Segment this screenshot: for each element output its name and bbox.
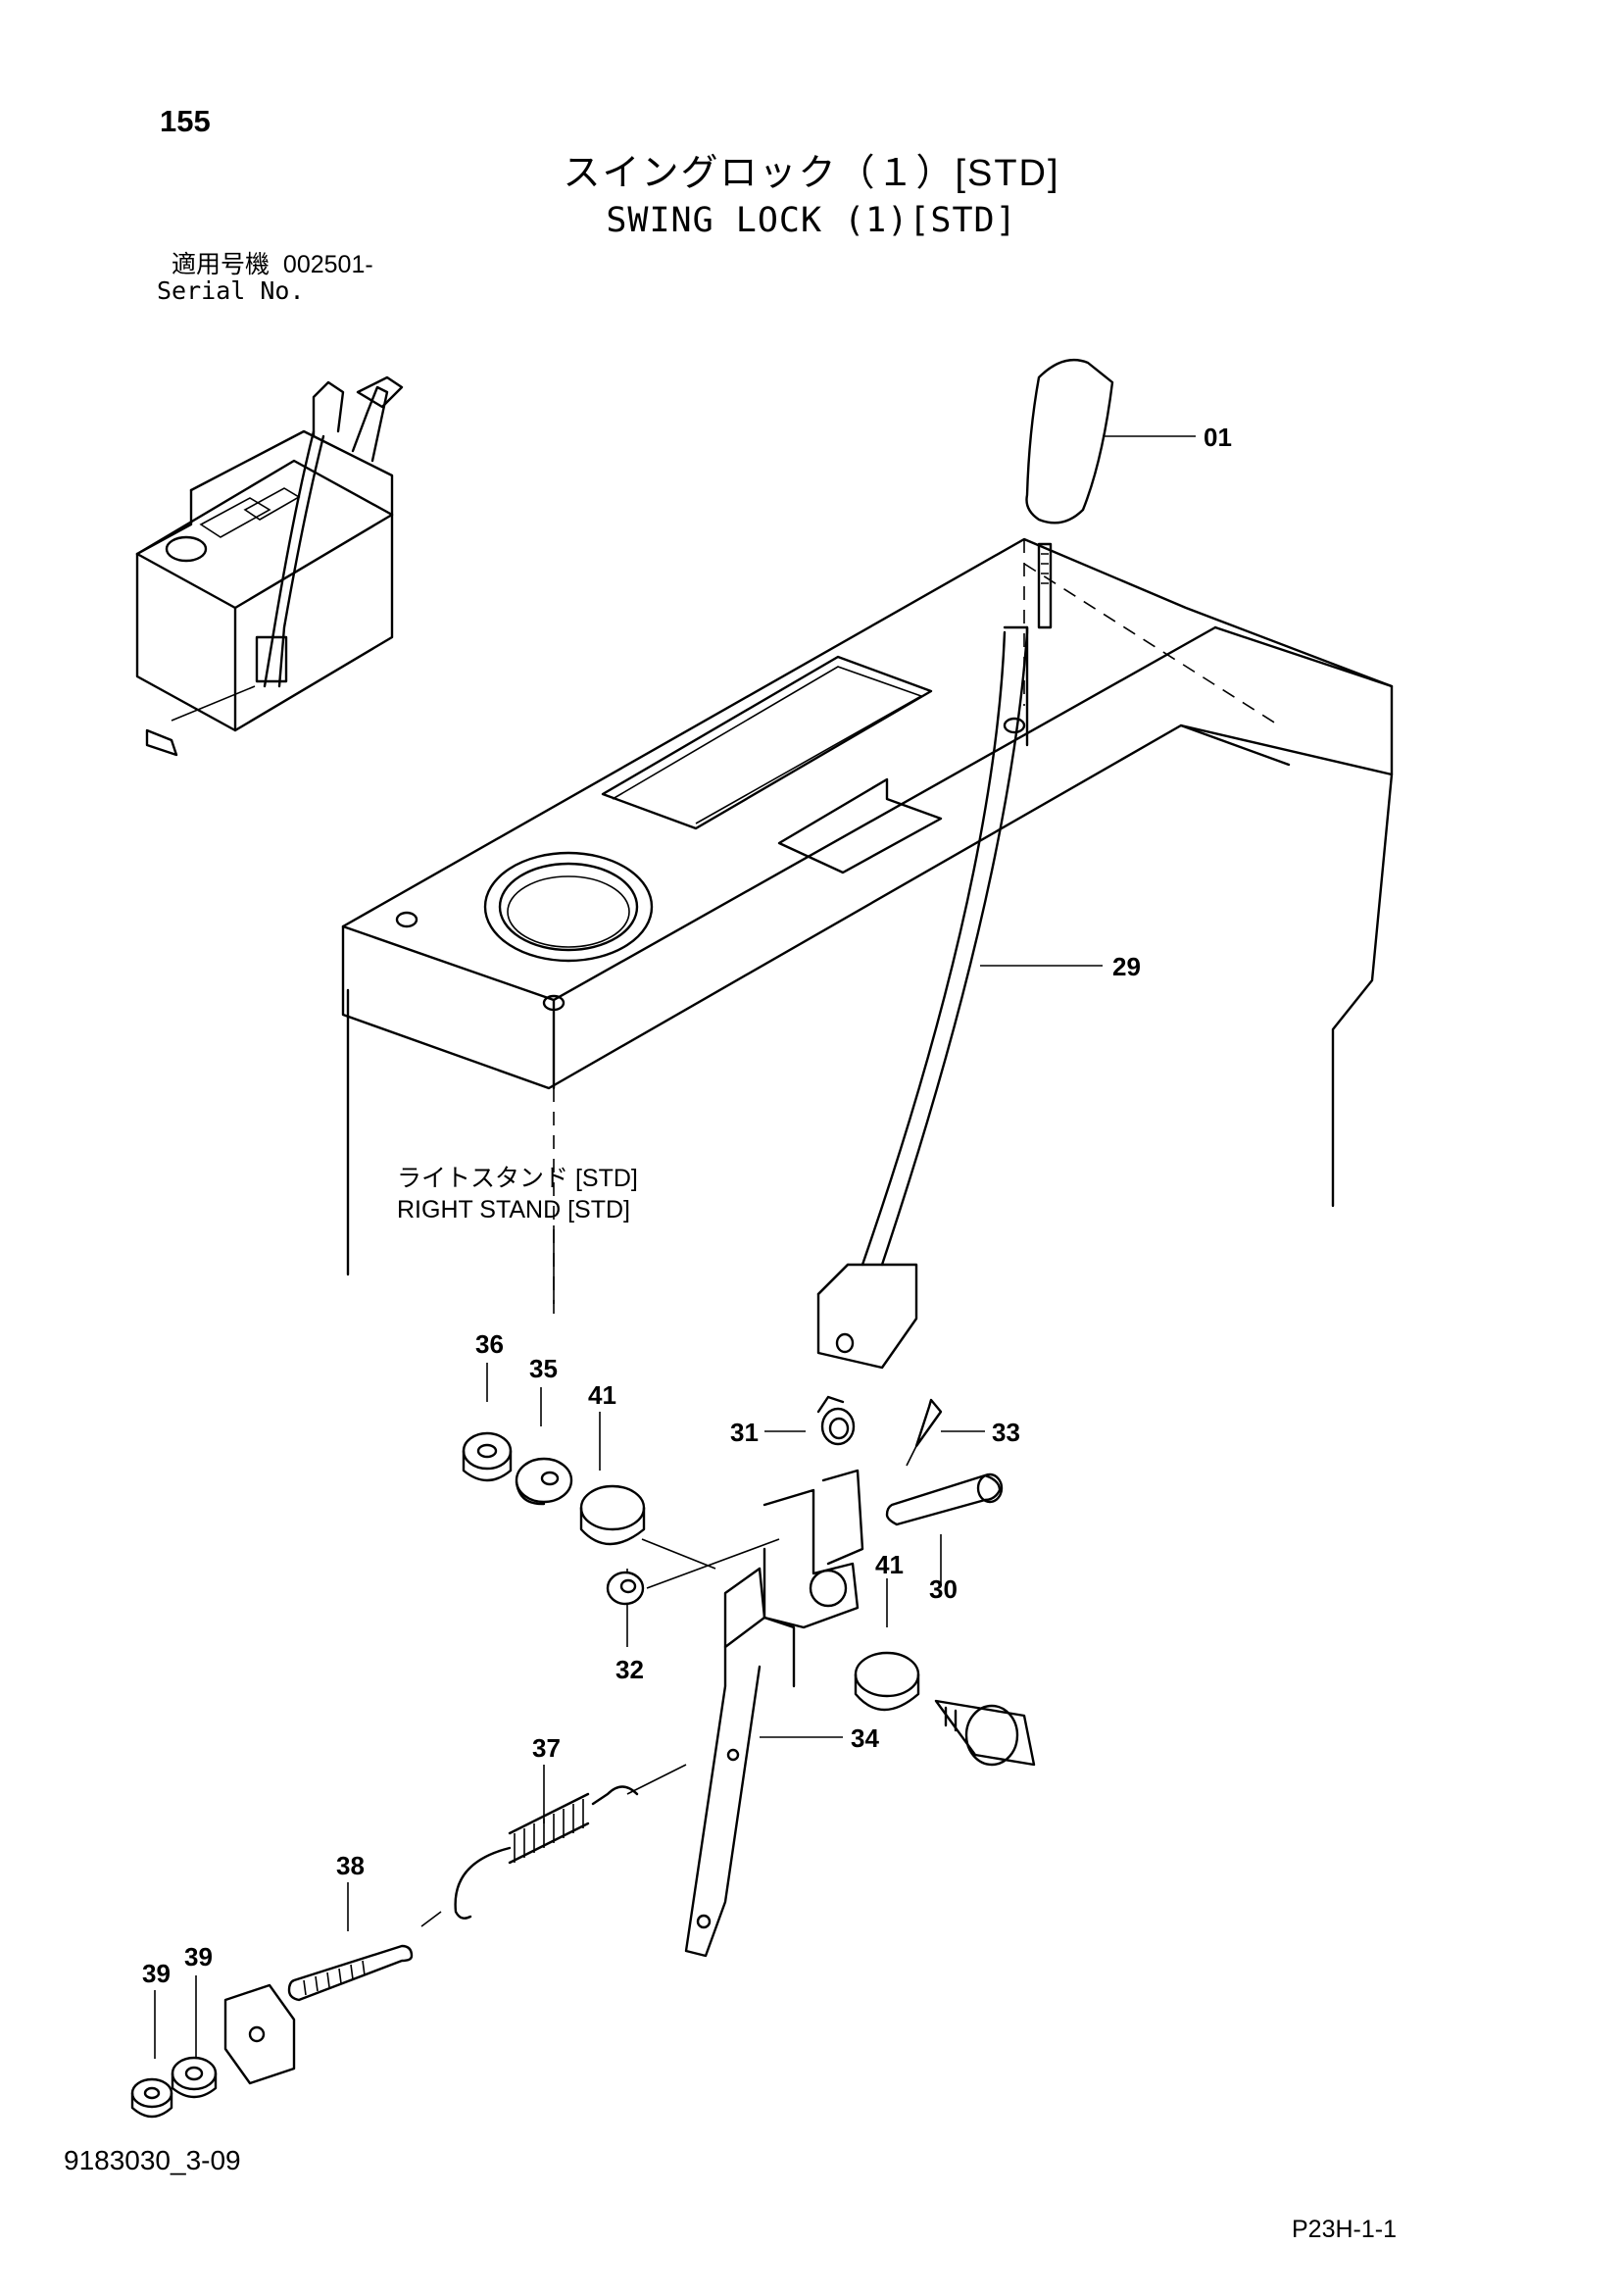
- callout-32: 32: [615, 1655, 644, 1684]
- serial-label-jp: 適用号機: [172, 251, 270, 278]
- callout-29: 29: [1112, 952, 1141, 981]
- title-english: SWING LOCK (1)[STD]: [606, 201, 1017, 240]
- parts-left-stack: [462, 1431, 780, 1606]
- swing-lock-lever: [816, 358, 1114, 1370]
- callout-36: 36: [475, 1329, 504, 1359]
- serial-number-japanese: 適用号機 002501-: [172, 253, 373, 277]
- callout-31: 31: [730, 1418, 759, 1447]
- stand-label-english: RIGHT STAND [STD]: [397, 1196, 630, 1223]
- callout-41a: 41: [588, 1380, 616, 1410]
- serial-label-english: Serial No.: [157, 276, 305, 305]
- callout-41b: 41: [875, 1550, 904, 1579]
- spring-bolt-assembly: [130, 1785, 639, 2119]
- right-stand-console: [341, 537, 1394, 1314]
- callout-39a: 39: [184, 1942, 213, 1972]
- inset-overview: [135, 375, 404, 757]
- callout-39b: 39: [142, 1959, 171, 1988]
- callout-30: 30: [929, 1574, 958, 1604]
- serial-value: 002501-: [282, 251, 373, 278]
- title-japanese: スイングロック（１）[STD]: [563, 153, 1060, 194]
- lock-bracket-plate: [626, 1469, 1036, 1958]
- callout-numbers: 01 29 36 35 41 31 33 30 41 32 34 37 38 3…: [142, 423, 1232, 1988]
- callout-01: 01: [1204, 423, 1232, 452]
- callout-34: 34: [851, 1723, 879, 1753]
- page-number: 155: [160, 104, 211, 138]
- callout-38: 38: [336, 1851, 365, 1880]
- callout-35: 35: [529, 1354, 558, 1383]
- drawing-id: 9183030_3-09: [64, 2145, 241, 2175]
- callout-37: 37: [532, 1733, 561, 1763]
- parts-pins-springs: [816, 1395, 1004, 1526]
- stand-label-japanese: ライトスタンド [STD]: [397, 1165, 638, 1192]
- callout-33: 33: [992, 1418, 1020, 1447]
- page-code: P23H-1-1: [1292, 2216, 1397, 2243]
- callout-leaders: [154, 435, 1196, 2064]
